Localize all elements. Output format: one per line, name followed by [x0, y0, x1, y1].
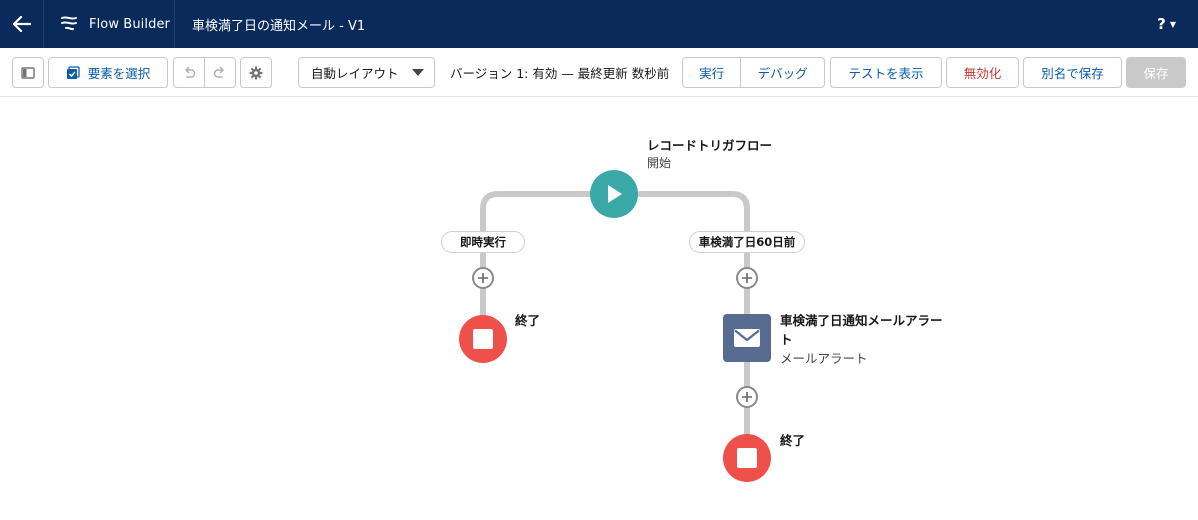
end-node-right-label: 終了 — [780, 430, 805, 449]
app-header: Flow Builder 車検満了日の通知メール - V1 ? ▼ — [0, 0, 1198, 48]
start-node-title: レコードトリガフロー — [647, 138, 773, 153]
end-node-left-title: 終了 — [515, 313, 541, 328]
app-name: Flow Builder — [89, 16, 170, 32]
stop-icon — [737, 448, 757, 468]
flow-title: 車検満了日の通知メール - V1 — [192, 18, 366, 34]
select-elements-icon — [66, 65, 80, 79]
start-node-label: レコードトリガフロー 開始 — [647, 135, 772, 171]
plus-icon — [742, 273, 752, 283]
toggle-panel-button[interactable] — [12, 57, 44, 88]
branch-label-60-days[interactable]: 車検満了日60日前 — [689, 231, 805, 253]
layout-select[interactable]: 自動レイアウト — [298, 57, 435, 88]
email-alert-node[interactable] — [723, 314, 771, 362]
deactivate-button[interactable]: 無効化 — [946, 57, 1019, 88]
panel-toggle-icon — [21, 66, 35, 79]
redo-icon — [213, 66, 224, 78]
app-badge: Flow Builder — [45, 0, 175, 48]
triangle-down-icon — [412, 69, 424, 76]
undo-icon — [185, 66, 196, 78]
start-node[interactable] — [590, 170, 638, 218]
add-element-button-left[interactable] — [472, 267, 494, 289]
plus-icon — [478, 273, 488, 283]
add-element-button-right-top[interactable] — [736, 267, 758, 289]
flow-canvas[interactable]: レコードトリガフロー 開始 即時実行 終了 車検満了日60日前 車検満了日通知メ… — [0, 97, 1198, 520]
chevron-down-icon: ▼ — [1169, 19, 1176, 29]
view-tests-button[interactable]: テストを表示 — [830, 57, 942, 88]
email-alert-subtitle: メールアラート — [780, 351, 868, 366]
save-as-button[interactable]: 別名で保存 — [1023, 57, 1122, 88]
email-alert-title-line1: 車検満了日通知メールアラー — [780, 313, 943, 328]
debug-button[interactable]: デバッグ — [740, 58, 824, 87]
help-menu-button[interactable]: ? ▼ — [1157, 0, 1176, 48]
back-button[interactable] — [0, 0, 44, 48]
stop-icon — [473, 329, 493, 349]
gear-icon — [249, 66, 263, 79]
play-icon — [608, 185, 622, 203]
end-node-left-label: 終了 — [515, 310, 540, 329]
email-alert-node-label: 車検満了日通知メールアラー ト メールアラート — [780, 310, 943, 367]
arrow-left-icon — [12, 16, 31, 32]
end-node-right-title: 終了 — [780, 433, 806, 448]
version-status: バージョン 1: 有効 — 最終更新 数秒前 — [450, 66, 670, 81]
branch-label-immediate[interactable]: 即時実行 — [441, 231, 525, 253]
layout-select-value: 自動レイアウト — [311, 66, 399, 81]
run-button[interactable]: 実行 — [699, 66, 725, 81]
plus-icon — [742, 392, 752, 402]
redo-button[interactable] — [204, 58, 235, 87]
flow-connectors — [480, 191, 750, 442]
connector-left-branch — [480, 191, 593, 322]
connector-right-branch — [637, 191, 750, 318]
select-elements-label: 要素を選択 — [87, 66, 151, 81]
undo-button[interactable] — [174, 58, 204, 87]
select-elements-button[interactable]: 要素を選択 — [48, 57, 168, 88]
end-node-right[interactable] — [723, 434, 771, 482]
save-button[interactable]: 保存 — [1126, 57, 1186, 88]
email-alert-title-line2: ト — [780, 332, 793, 347]
toolbar: 要素を選択 自動レイアウト バージョン 1: 有 — [0, 48, 1198, 97]
run-debug-group: 実行 デバッグ — [682, 57, 825, 88]
flow-logo-icon — [61, 16, 77, 31]
start-node-subtitle: 開始 — [647, 156, 672, 170]
undo-redo-group — [173, 57, 236, 88]
add-element-button-right-bottom[interactable] — [736, 386, 758, 408]
end-node-left[interactable] — [459, 315, 507, 363]
help-icon: ? — [1157, 15, 1166, 33]
settings-button[interactable] — [240, 57, 272, 88]
envelope-icon — [734, 329, 760, 347]
